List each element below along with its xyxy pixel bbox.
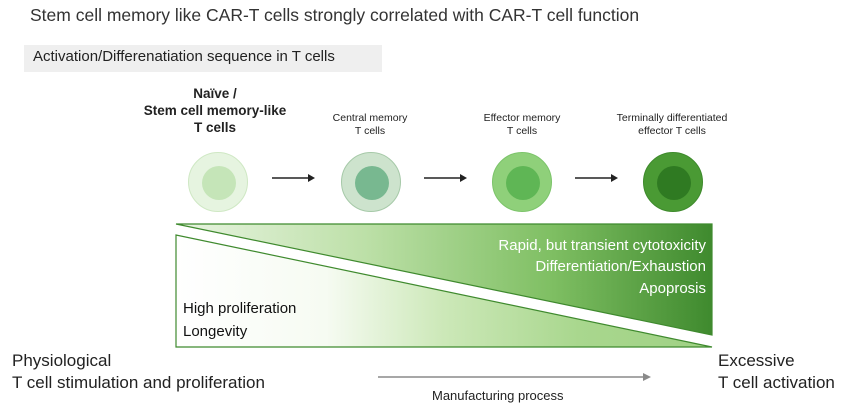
- cell-nucleus-icon: [202, 166, 236, 200]
- stage-label-naive: Naïve / Stem cell memory-like T cells: [143, 86, 287, 135]
- arrow-right-icon: [272, 174, 315, 182]
- stage-label-central-memory: Central memory T cells: [332, 112, 408, 138]
- manufacturing-process-label: Manufacturing process: [432, 388, 564, 403]
- stage-label-effector-memory: Effector memory T cells: [483, 112, 561, 138]
- cell-nucleus-icon: [355, 166, 389, 200]
- central-memory-t-cell-icon: [341, 152, 401, 212]
- excessive-label: Excessive T cell activation: [718, 351, 835, 393]
- subtitle: Activation/Differenatiation sequence in …: [33, 48, 335, 65]
- effector-memory-t-cell-icon: [492, 152, 552, 212]
- physiological-label: Physiological T cell stimulation and pro…: [12, 351, 265, 393]
- stage-label-terminal-effector: Terminally differentiated effector T cel…: [616, 112, 728, 138]
- terminal-effector-t-cell-icon: [643, 152, 703, 212]
- cell-nucleus-icon: [657, 166, 691, 200]
- subtitle-box: [24, 45, 382, 72]
- arrow-right-icon: [424, 174, 467, 182]
- memory-properties-text: High proliferation Longevity: [183, 300, 297, 341]
- cell-nucleus-icon: [506, 166, 540, 200]
- manufacturing-arrow-icon: [378, 373, 651, 381]
- effector-properties-text: Rapid, but transient cytotoxicity Differ…: [498, 237, 706, 297]
- naive-t-cell-icon: [188, 152, 248, 212]
- lower-gradient-triangle: [175, 234, 713, 348]
- upper-gradient-triangle: [175, 223, 713, 336]
- arrow-right-icon: [575, 174, 618, 182]
- page-title: Stem cell memory like CAR-T cells strong…: [30, 5, 640, 25]
